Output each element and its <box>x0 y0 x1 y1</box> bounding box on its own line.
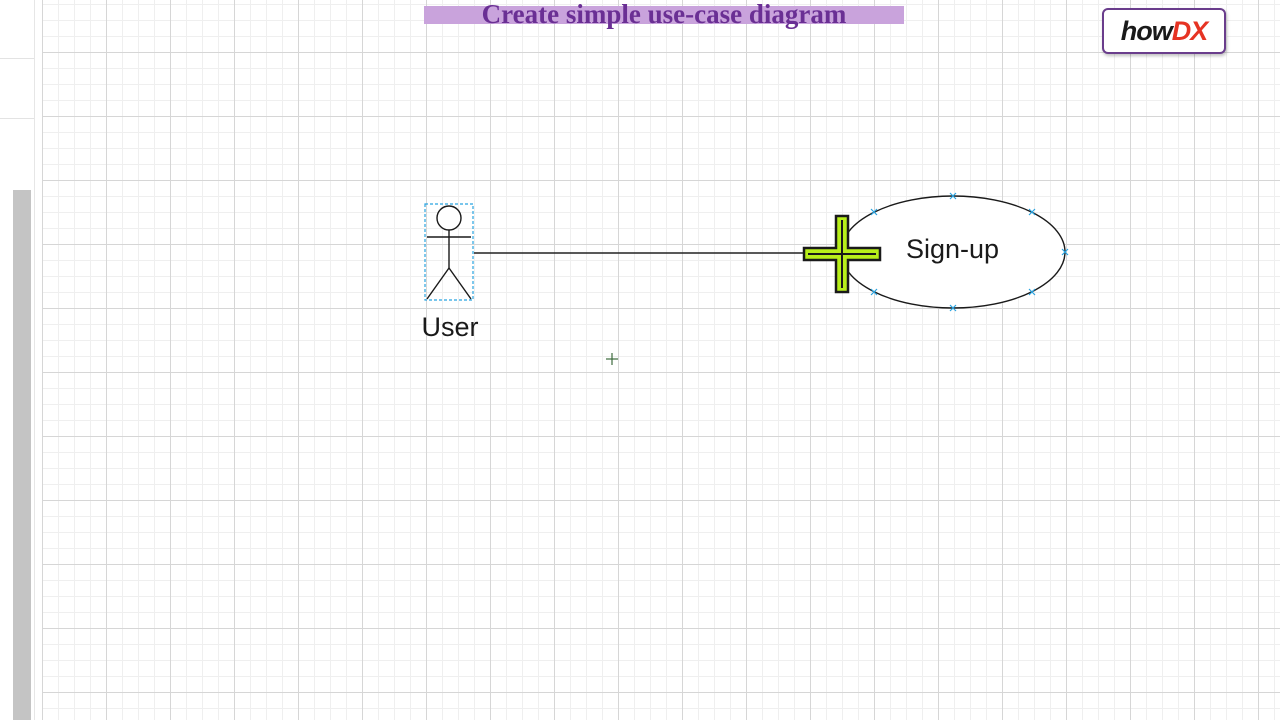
actor-head <box>436 205 462 231</box>
actor-right-leg <box>448 267 472 300</box>
connection-point[interactable] <box>870 208 878 216</box>
connection-point[interactable] <box>870 288 878 296</box>
use-case-label[interactable]: Sign-up <box>905 234 1000 264</box>
crosshair-icon <box>606 353 618 365</box>
left-panel <box>0 0 35 720</box>
user-actor[interactable] <box>426 205 472 300</box>
diagram-canvas[interactable] <box>42 0 1280 720</box>
connection-point[interactable] <box>949 192 957 200</box>
connection-points <box>870 192 1069 312</box>
logo-text-how: how <box>1120 15 1173 46</box>
logo-text-dx: DX <box>1171 15 1209 46</box>
connection-point[interactable] <box>1028 208 1036 216</box>
actor-left-leg <box>426 267 450 300</box>
panel-divider <box>0 58 34 59</box>
move-cursor-icon <box>802 214 882 294</box>
panel-divider <box>0 118 34 119</box>
video-title: Create simple use-case diagram <box>481 0 847 29</box>
connection-point[interactable] <box>1028 288 1036 296</box>
vertical-scrollbar[interactable] <box>13 190 31 720</box>
title-highlight <box>424 6 904 24</box>
actor-selection-box <box>424 203 474 301</box>
actor-label[interactable]: User <box>421 312 479 342</box>
connection-point[interactable] <box>949 304 957 312</box>
connection-point[interactable] <box>1061 248 1069 256</box>
